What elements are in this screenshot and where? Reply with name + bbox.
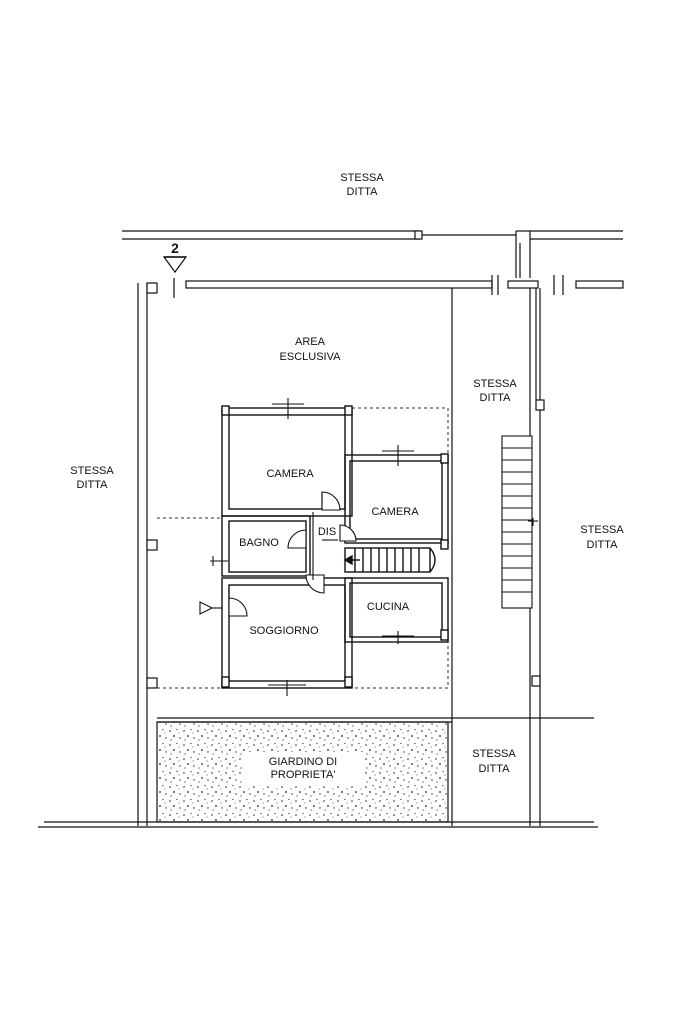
label-top-line1: STESSA [340, 172, 384, 184]
lower-lines [38, 717, 598, 828]
entrance-arrow [199, 601, 222, 615]
room-cucina: CUCINA [367, 601, 410, 613]
label-right-upper-line1: STESSA [473, 378, 517, 390]
section-marker: 2 [162, 240, 188, 274]
house-walls [221, 405, 449, 689]
label-right-mid-line2: DITTA [587, 539, 619, 551]
label-area-line1: AREA [295, 336, 326, 348]
room-camera-1: CAMERA [266, 468, 314, 480]
label-garden-line1: GIARDINO DI [269, 756, 337, 768]
room-bagno: BAGNO [239, 537, 279, 549]
label-left-line1: STESSA [70, 465, 114, 477]
area-top-wall [185, 275, 624, 295]
garden [156, 721, 449, 823]
top-boundary [122, 230, 623, 278]
label-right-lower-line1: STESSA [472, 748, 516, 760]
label-left-line2: DITTA [77, 479, 109, 491]
room-camera-2: CAMERA [371, 506, 419, 518]
room-soggiorno: SOGGIORNO [249, 625, 319, 637]
section-marker-number: 2 [171, 240, 179, 256]
label-top-line2: DITTA [347, 186, 379, 198]
label-garden-line2: PROPRIETA' [271, 769, 336, 781]
label-area-line2: ESCLUSIVA [280, 351, 342, 363]
doors [228, 491, 357, 617]
label-right-mid-line1: STESSA [580, 524, 624, 536]
label-right-lower-line2: DITTA [479, 763, 511, 775]
label-right-upper-line2: DITTA [480, 392, 512, 404]
labels: STESSA DITTA AREA ESCLUSIVA STESSA DITTA… [70, 172, 624, 781]
left-wall [137, 278, 175, 826]
external-stair [501, 435, 533, 609]
windows [210, 398, 538, 696]
room-dis: DIS [318, 526, 336, 538]
